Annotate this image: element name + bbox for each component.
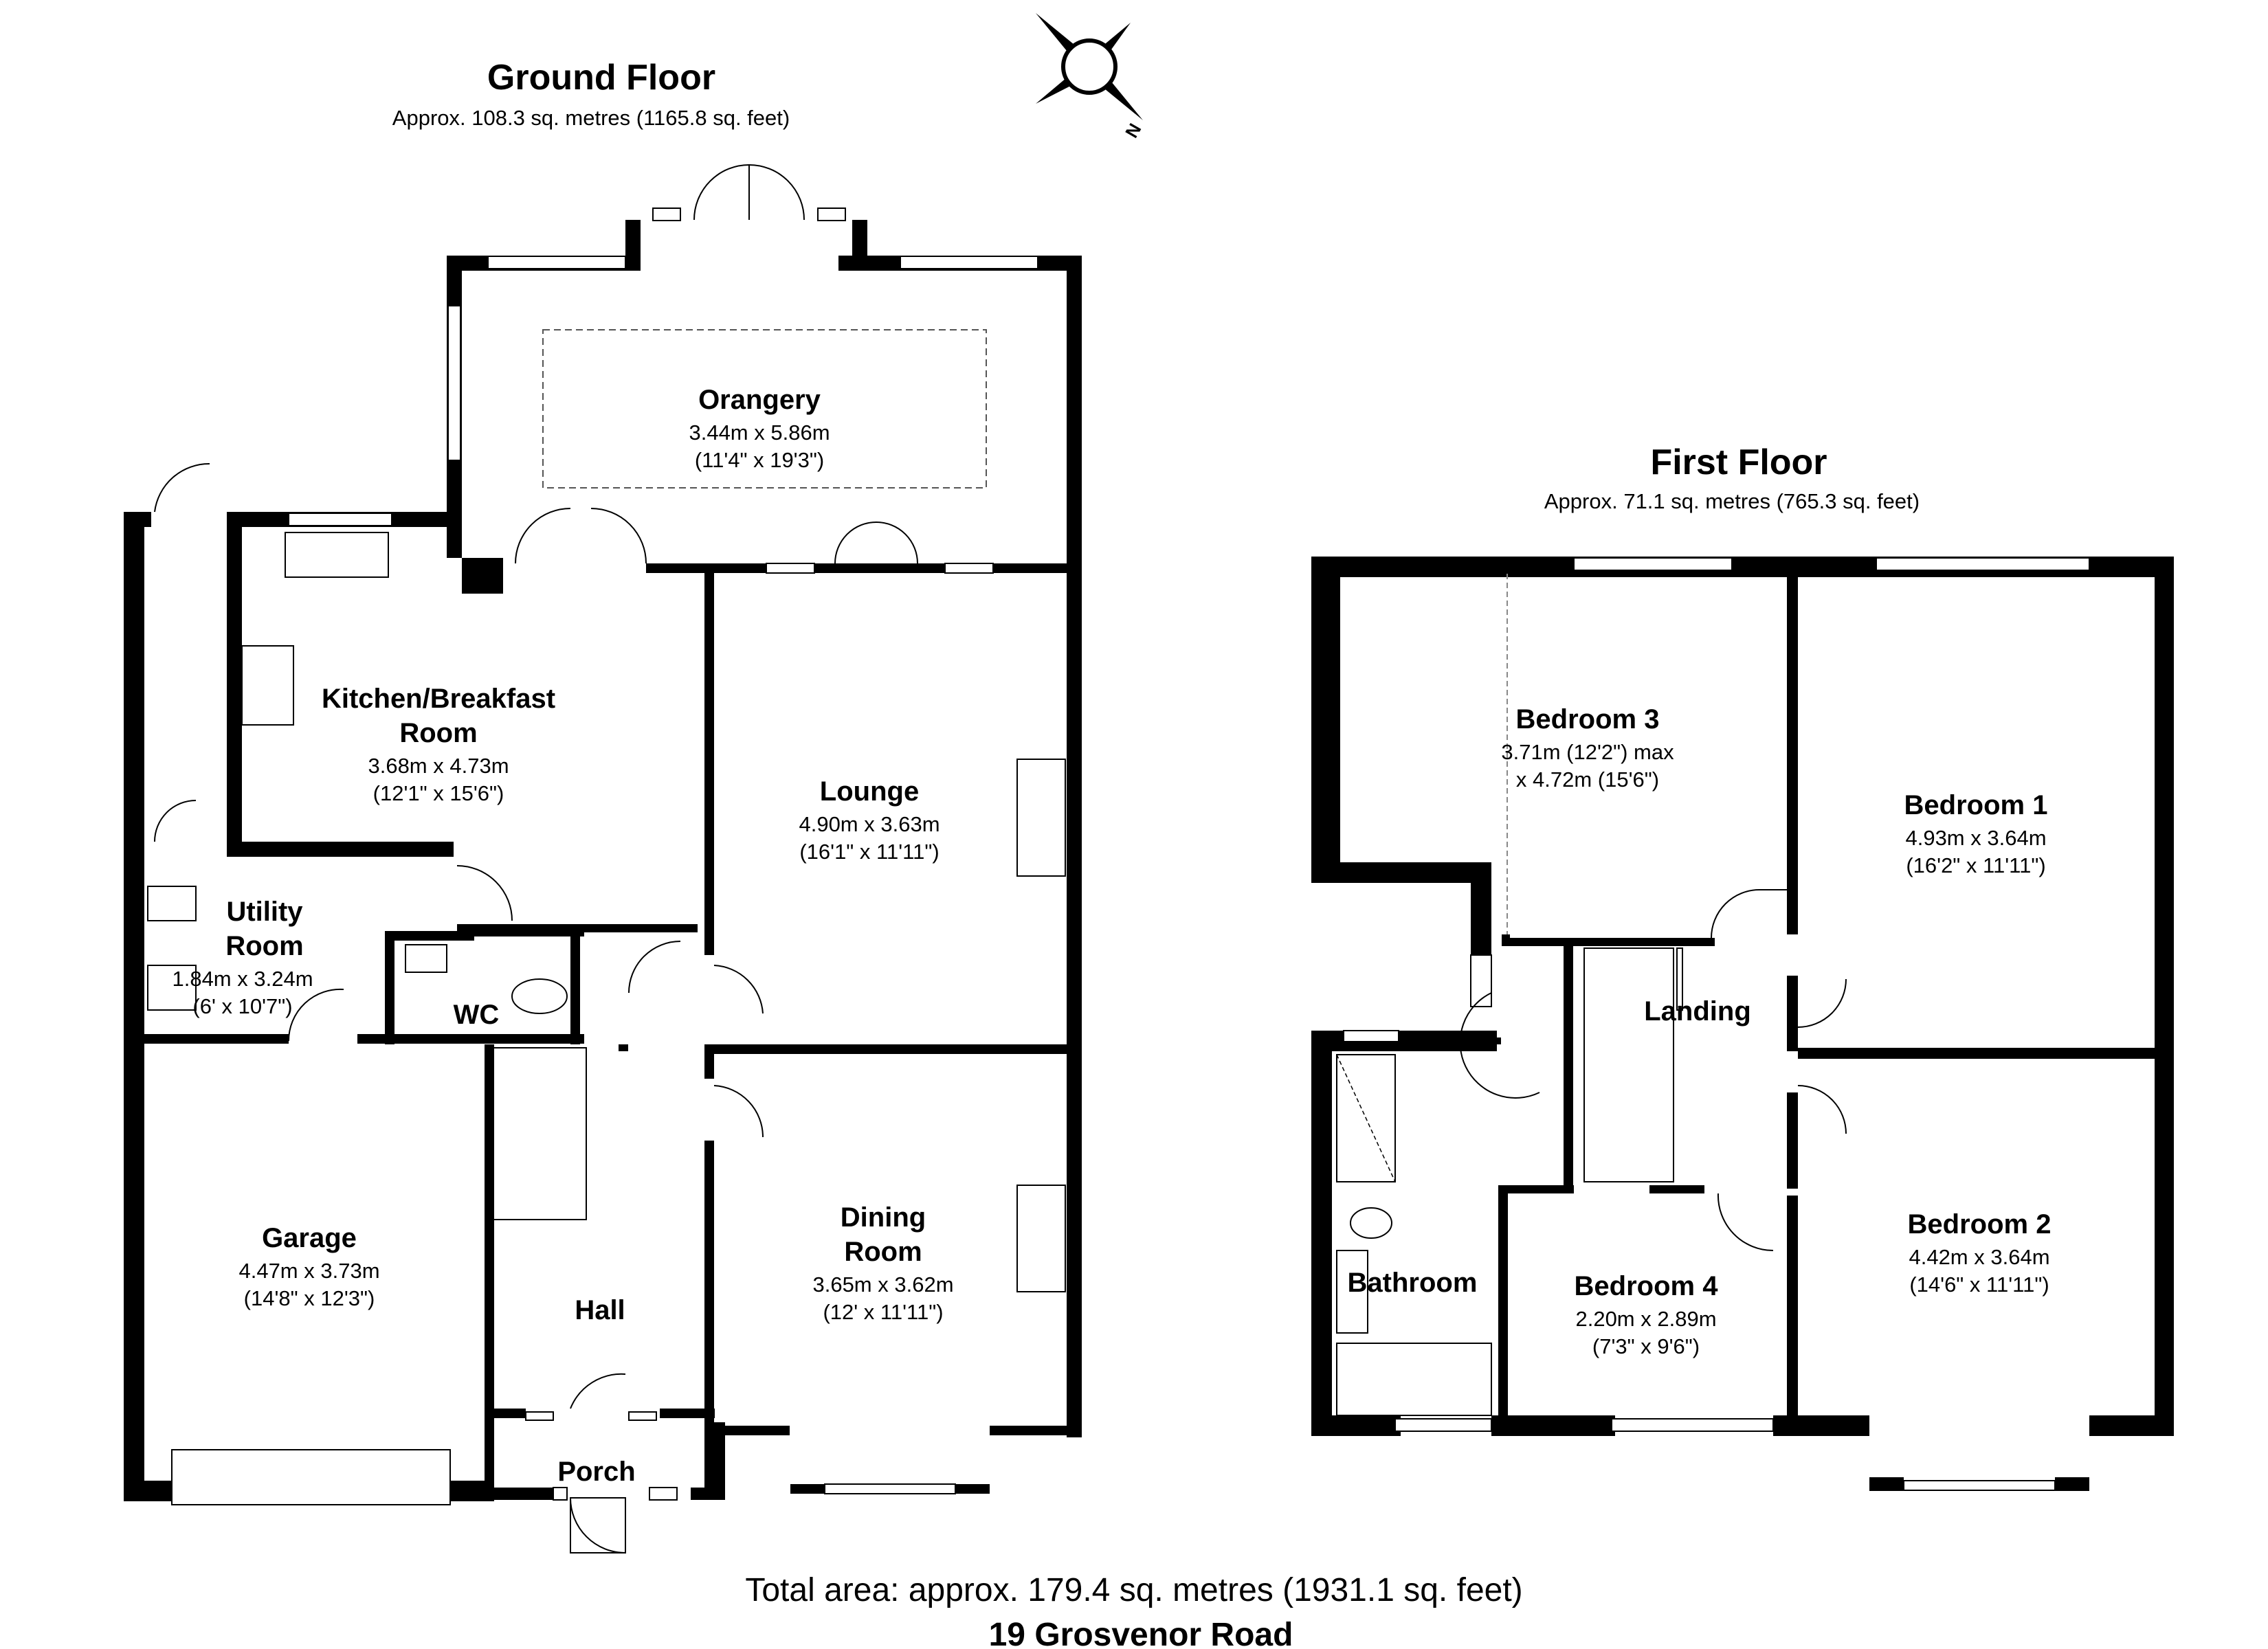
ground-floor-fixtures (147, 329, 1066, 1292)
lounge-name: Lounge (820, 776, 919, 807)
total-area: Total area: approx. 179.4 sq. metres (19… (745, 1572, 1522, 1608)
first-floor-area: Approx. 71.1 sq. metres (765.3 sq. feet) (1544, 489, 1920, 513)
room-dining: Dining Room 3.65m x 3.62m (12' x 11'11") (812, 1202, 953, 1324)
bedroom3-imperial: x 4.72m (15'6") (1516, 767, 1659, 792)
orangery-metric: 3.44m x 5.86m (689, 420, 830, 445)
kitchen-name-line1: Kitchen/Breakfast (322, 684, 555, 714)
room-orangery: Orangery 3.44m x 5.86m (11'4" x 19'3") (689, 385, 830, 472)
bathroom-name: Bathroom (1348, 1268, 1478, 1298)
kitchen-metric: 3.68m x 4.73m (368, 754, 509, 778)
ground-floor-title: Ground Floor (487, 58, 715, 98)
room-utility: Utility Room 1.84m x 3.24m (6' x 10'7") (172, 897, 313, 1018)
utility-name-line2: Room (225, 931, 303, 961)
ground-floor-walls (124, 220, 1082, 1501)
room-kitchen: Kitchen/Breakfast Room 3.68m x 4.73m (12… (322, 684, 555, 805)
bedroom1-imperial: (16'2" x 11'11") (1906, 853, 2045, 877)
room-bedroom-4: Bedroom 4 2.20m x 2.89m (7'3" x 9'6") (1575, 1271, 1719, 1358)
room-bedroom-3: Bedroom 3 3.71m (12'2") max x 4.72m (15'… (1501, 704, 1674, 792)
property-address: 19 Grosvenor Road (989, 1617, 1293, 1649)
hall-name: Hall (575, 1295, 625, 1325)
lounge-metric: 4.90m x 3.63m (799, 812, 940, 836)
first-floor-windows (1343, 557, 2090, 1491)
first-floor-walls (1311, 557, 2174, 1491)
bedroom4-name: Bedroom 4 (1575, 1271, 1719, 1301)
bedroom2-name: Bedroom 2 (1908, 1209, 2052, 1239)
bedroom3-metric: 3.71m (12'2") max (1501, 740, 1674, 764)
utility-name-line1: Utility (226, 897, 303, 927)
lounge-imperial: (16'1" x 11'11") (799, 840, 939, 864)
garage-imperial: (14'8" x 12'3") (244, 1286, 375, 1310)
utility-imperial: (6' x 10'7") (192, 994, 292, 1018)
dining-name-line1: Dining (841, 1202, 926, 1233)
garage-name: Garage (262, 1223, 357, 1253)
room-bedroom-2: Bedroom 2 4.42m x 3.64m (14'6" x 11'11") (1908, 1209, 2052, 1297)
ground-floor-area: Approx. 108.3 sq. metres (1165.8 sq. fee… (392, 106, 790, 130)
orangery-imperial: (11'4" x 19'3") (695, 448, 824, 472)
garage-metric: 4.47m x 3.73m (238, 1259, 379, 1283)
orangery-name: Orangery (698, 385, 821, 415)
dining-imperial: (12' x 11'11") (823, 1300, 943, 1324)
room-garage: Garage 4.47m x 3.73m (14'8" x 12'3") (238, 1223, 379, 1310)
first-floor-fixtures (1336, 574, 1683, 1416)
ground-floor-doors (154, 164, 918, 1553)
bedroom4-metric: 2.20m x 2.89m (1575, 1307, 1716, 1331)
landing-name: Landing (1644, 996, 1751, 1027)
wc-name: WC (454, 1000, 500, 1030)
bedroom3-name: Bedroom 3 (1516, 704, 1660, 734)
ground-floor-windows (171, 207, 1038, 1505)
first-floor-doors (1459, 889, 1847, 1251)
utility-metric: 1.84m x 3.24m (172, 967, 313, 991)
porch-name: Porch (557, 1457, 635, 1487)
bedroom2-imperial: (14'6" x 11'11") (1909, 1272, 2049, 1297)
compass-north-label: N (1121, 120, 1145, 141)
room-lounge: Lounge 4.90m x 3.63m (16'1" x 11'11") (799, 776, 940, 864)
dining-metric: 3.65m x 3.62m (812, 1272, 953, 1297)
first-floor-title: First Floor (1650, 442, 1827, 482)
bedroom2-metric: 4.42m x 3.64m (1909, 1245, 2049, 1269)
kitchen-imperial: (12'1" x 15'6") (373, 781, 504, 805)
kitchen-name-line2: Room (399, 718, 477, 748)
compass-icon (1036, 13, 1143, 120)
bedroom1-name: Bedroom 1 (1904, 790, 2048, 820)
bedroom4-imperial: (7'3" x 9'6") (1592, 1334, 1700, 1358)
room-bedroom-1: Bedroom 1 4.93m x 3.64m (16'2" x 11'11") (1904, 790, 2048, 877)
dining-name-line2: Room (844, 1237, 922, 1267)
bedroom1-metric: 4.93m x 3.64m (1905, 826, 2046, 850)
